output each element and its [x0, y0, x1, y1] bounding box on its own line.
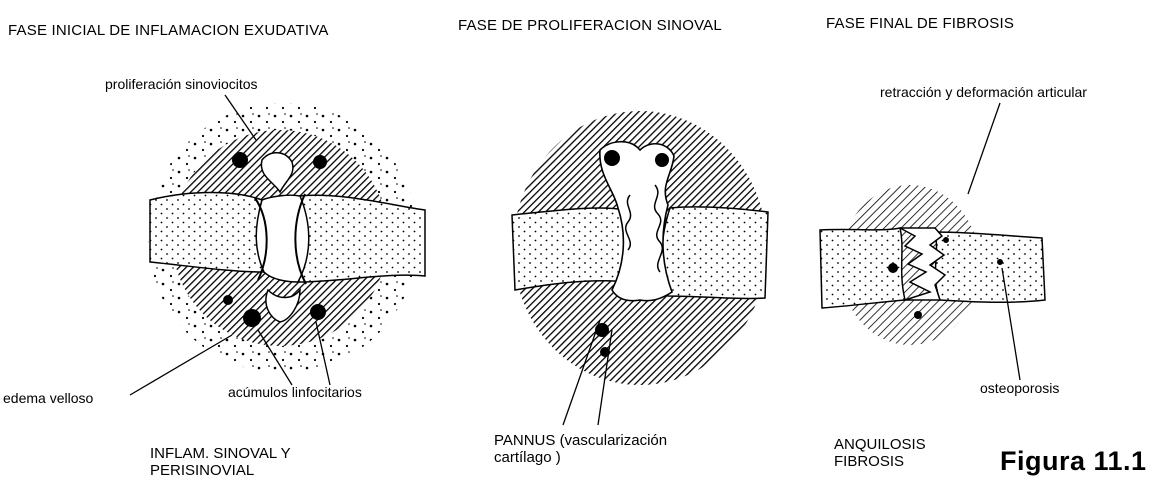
joint3-right-bone	[935, 232, 1045, 302]
caption-phase2: PANNUS (vascularización cartílago )	[494, 432, 667, 467]
caption-phase2-line2: cartílago )	[494, 449, 667, 466]
caption-phase1-line1: INFLAM. SINOVAL Y	[150, 445, 291, 462]
joint1-joint-space	[256, 195, 309, 282]
joint1-diagram	[148, 103, 425, 373]
label-retraccion-deformacion: retracción y deformación articular	[880, 84, 1087, 100]
figure-label: Figura 11.1	[1000, 446, 1147, 477]
joint2-right-bone	[662, 207, 768, 299]
label-proliferacion-sinoviocitos: proliferación sinoviocitos	[105, 76, 258, 92]
joint3-diagram	[820, 185, 1045, 345]
leader-retraccion	[968, 103, 1000, 194]
joint1-left-bone	[150, 193, 264, 273]
joint1-right-bone	[298, 195, 425, 282]
caption-phase3-line2: FIBROSIS	[834, 453, 926, 470]
label-osteoporosis: osteoporosis	[980, 380, 1059, 396]
caption-phase3-line1: ANQUILOSIS	[834, 436, 926, 453]
caption-phase3: ANQUILOSIS FIBROSIS	[834, 436, 926, 471]
caption-phase1-line2: PERISINOVIAL	[150, 462, 291, 479]
leader-edema	[130, 335, 232, 395]
caption-phase1: INFLAM. SINOVAL Y PERISINOVIAL	[150, 445, 291, 480]
caption-phase2-line1: PANNUS (vascularización	[494, 432, 667, 449]
joint2-diagram	[512, 111, 768, 385]
label-edema-velloso: edema velloso	[3, 390, 93, 406]
label-acumulos-linfocitarios: acúmulos linfocitarios	[228, 384, 362, 400]
